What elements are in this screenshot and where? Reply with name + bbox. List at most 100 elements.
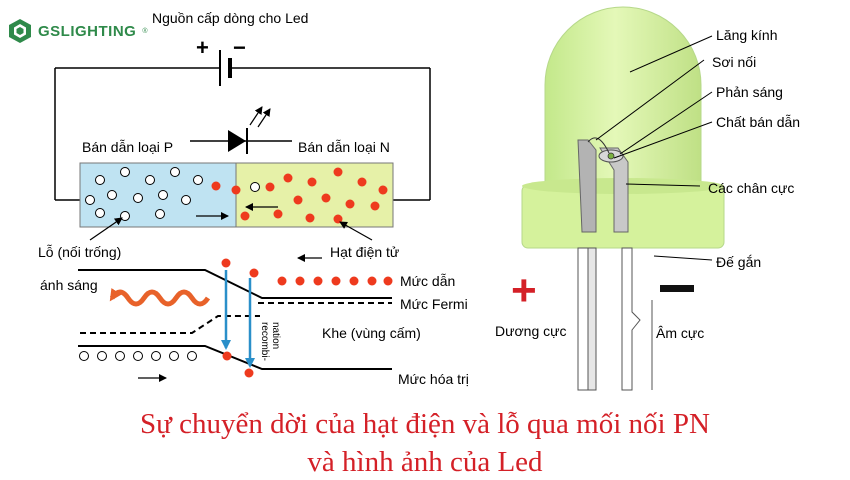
electron [333, 167, 343, 177]
electron [293, 195, 303, 205]
electron [240, 211, 250, 221]
hole [145, 175, 155, 185]
led-callouts [595, 35, 713, 261]
cathode-post [599, 147, 629, 233]
hole [193, 175, 203, 185]
cathode-minus-sign [660, 285, 694, 292]
hole [158, 190, 168, 200]
caption-line-2: và hình ảnh của Led [307, 446, 543, 478]
electron [321, 193, 331, 203]
electron [283, 173, 293, 183]
recombination-label-line1: recombi- [259, 322, 270, 361]
logo-registered-mark: ® [142, 27, 148, 35]
logo-text: GSLIGHTING [38, 22, 137, 40]
hole [170, 167, 180, 177]
hole [97, 351, 107, 361]
fermi-level-label: Mức Fermi [400, 296, 468, 312]
anode-lead [577, 247, 589, 391]
hole [120, 211, 130, 221]
pn-particles [85, 167, 388, 224]
bond-wire-label: Sơi nối [712, 54, 756, 70]
hole-label: Lỗ (nối trống) [38, 244, 121, 260]
hole [115, 351, 125, 361]
band-gap-label: Khe (vùng cấm) [322, 325, 421, 341]
electron [383, 276, 393, 286]
battery-symbol [55, 50, 430, 86]
electron [313, 276, 323, 286]
brand-logo: GSLIGHTING ® [8, 18, 148, 44]
electron [378, 185, 388, 195]
electron [273, 209, 283, 219]
hole [133, 193, 143, 203]
electron [295, 276, 305, 286]
hole [79, 351, 89, 361]
hole [95, 208, 105, 218]
fermi-level-p-line [80, 315, 260, 334]
hole [181, 195, 191, 205]
recombination-label-line2: nation [270, 322, 281, 349]
hole [107, 190, 117, 200]
hole [95, 175, 105, 185]
source-label: Nguồn cấp dòng cho Led [152, 10, 308, 26]
electron [331, 276, 341, 286]
electron-label: Hạt điện tử [330, 244, 399, 260]
valence-band-line [78, 345, 392, 370]
electron [305, 213, 315, 223]
logo-hexagon-icon [9, 19, 31, 43]
lens-label: Lăng kính [716, 27, 778, 43]
electron [277, 276, 287, 286]
electron [333, 214, 343, 224]
leads-label: Các chân cực [708, 180, 794, 196]
electron [222, 351, 232, 361]
conduction-electrons [221, 258, 393, 286]
electron [370, 201, 380, 211]
anode-post [577, 139, 597, 233]
electron [265, 182, 275, 192]
valence-band-label: Mức hóa trị [398, 371, 469, 387]
electron [357, 177, 367, 187]
electron-pointer [339, 221, 373, 241]
chip-label: Chất bán dẫn [716, 114, 800, 130]
anode-plus-sign: + [511, 266, 537, 315]
electron [211, 181, 221, 191]
chip [607, 152, 615, 160]
conduction-band-line [78, 269, 392, 299]
led-illustration [521, 6, 725, 391]
caption-line-1: Sự chuyển dời của hạt điện và lỗ qua mối… [140, 408, 710, 440]
hole [120, 167, 130, 177]
electron [349, 276, 359, 286]
minus-terminal: − [233, 35, 246, 60]
hole [151, 351, 161, 361]
anode-lead-shade [587, 247, 597, 391]
electron [221, 258, 231, 268]
n-type-region [235, 162, 394, 228]
light-label: ánh sáng [40, 277, 98, 293]
electron [367, 276, 377, 286]
electron [231, 185, 241, 195]
hole [250, 182, 260, 192]
base-label: Đế gắn [716, 254, 761, 270]
electron [244, 368, 254, 378]
conduction-band-label: Mức dẫn [400, 273, 455, 289]
light-wave-icon [109, 288, 211, 307]
cathode-label: Âm cực [656, 325, 704, 341]
hole [85, 195, 95, 205]
electron [249, 268, 259, 278]
hole [169, 351, 179, 361]
valence-holes [79, 351, 254, 378]
cathode-lead [621, 247, 641, 391]
hole [133, 351, 143, 361]
diode-symbol-icon [228, 106, 271, 154]
electron [345, 199, 355, 209]
hole-pointer [89, 217, 123, 241]
anode-label: Dương cực [495, 323, 567, 339]
electron [307, 177, 317, 187]
plus-terminal: + [196, 35, 209, 60]
p-type-label: Bán dẫn loại P [82, 139, 173, 155]
n-type-label: Bán dẫn loại N [298, 139, 390, 155]
hole [155, 209, 165, 219]
reflector-label: Phản sáng [716, 84, 783, 100]
hole [187, 351, 197, 361]
